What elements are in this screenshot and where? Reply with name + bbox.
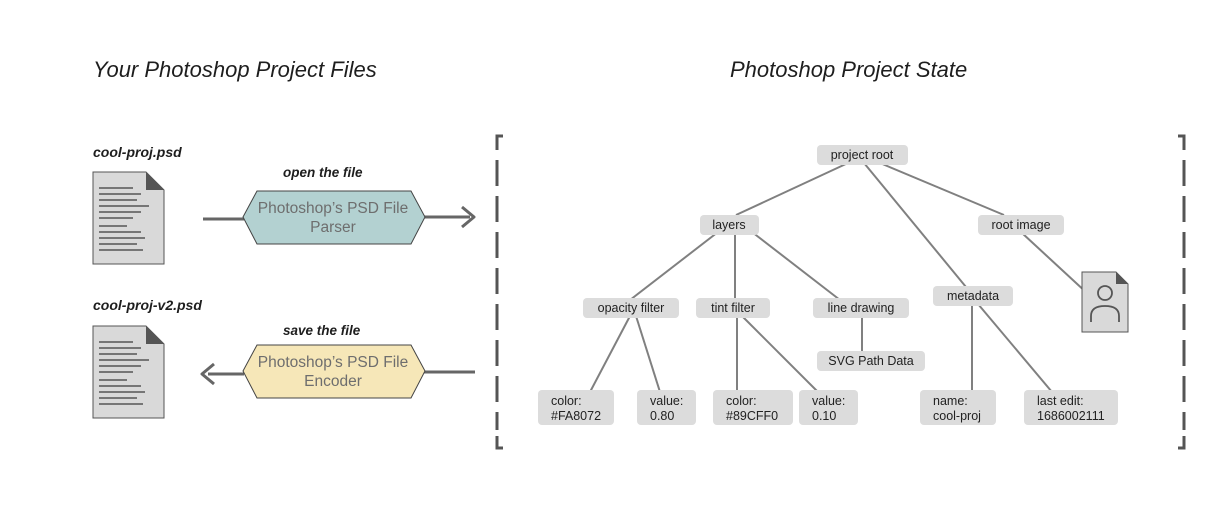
tree-leaf-opacity-color: color: #FA8072 xyxy=(538,390,614,425)
node-label: line drawing xyxy=(828,301,895,315)
state-bracket-right xyxy=(1178,134,1186,450)
arrow-left-head-icon xyxy=(200,362,215,386)
leaf-value: 0.10 xyxy=(812,409,836,423)
image-file-icon xyxy=(1081,271,1129,333)
tree-node-svg-path-data: SVG Path Data xyxy=(817,351,925,371)
arrow-right-head-icon xyxy=(461,205,476,229)
tree-node-opacity-filter: opacity filter xyxy=(583,298,679,318)
action-label-open: open the file xyxy=(283,165,363,180)
document-icon xyxy=(92,171,165,265)
leaf-key: value: xyxy=(650,394,683,408)
tree-node-tint-filter: tint filter xyxy=(696,298,770,318)
tree-node-line-drawing: line drawing xyxy=(813,298,909,318)
encoder-label-line2: Encoder xyxy=(304,373,362,390)
tree-leaf-tint-color: color: #89CFF0 xyxy=(713,390,793,425)
leaf-value: #89CFF0 xyxy=(726,409,778,423)
tree-node-metadata: metadata xyxy=(933,286,1013,306)
heading-project-files: Your Photoshop Project Files xyxy=(93,57,377,82)
leaf-key: name: xyxy=(933,394,968,408)
leaf-value: 1686002111 xyxy=(1037,409,1105,423)
node-label: opacity filter xyxy=(598,301,665,315)
node-label: layers xyxy=(712,218,745,232)
tree-node-project-root: project root xyxy=(817,145,908,165)
node-label: SVG Path Data xyxy=(828,354,914,368)
tree-leaf-meta-last-edit: last edit: 1686002111 xyxy=(1024,390,1118,425)
leaf-key: color: xyxy=(551,394,582,408)
leaf-value: #FA8072 xyxy=(551,409,601,423)
file-label-top: cool-proj.psd xyxy=(93,144,182,160)
tree-leaf-meta-name: name: cool-proj xyxy=(920,390,996,425)
leaf-value: cool-proj xyxy=(933,409,981,423)
tree-leaf-tint-value: value: 0.10 xyxy=(799,390,858,425)
node-label: project root xyxy=(831,148,894,162)
tree-node-root-image: root image xyxy=(978,215,1064,235)
heading-project-state: Photoshop Project State xyxy=(730,57,967,82)
action-label-save: save the file xyxy=(283,323,361,338)
file-label-bottom: cool-proj-v2.psd xyxy=(93,297,202,313)
parser-label-line1: Photoshop’s PSD File xyxy=(258,200,409,217)
node-label: tint filter xyxy=(711,301,755,315)
leaf-key: value: xyxy=(812,394,845,408)
tree-edges xyxy=(589,162,1089,393)
node-label: metadata xyxy=(947,289,999,303)
node-label: root image xyxy=(991,218,1050,232)
leaf-value: 0.80 xyxy=(650,409,674,423)
tree-node-layers: layers xyxy=(700,215,759,235)
parser-hexagon xyxy=(242,190,426,245)
leaf-key: color: xyxy=(726,394,757,408)
encoder-label-line1: Photoshop’s PSD File xyxy=(258,354,409,371)
state-bracket-left xyxy=(495,134,503,450)
tree-leaf-opacity-value: value: 0.80 xyxy=(637,390,696,425)
parser-label-line2: Parser xyxy=(310,219,356,236)
encoder-hexagon xyxy=(242,344,426,399)
bracket-dash-gaps xyxy=(494,150,1187,436)
leaf-key: last edit: xyxy=(1037,394,1084,408)
document-icon xyxy=(92,325,165,419)
